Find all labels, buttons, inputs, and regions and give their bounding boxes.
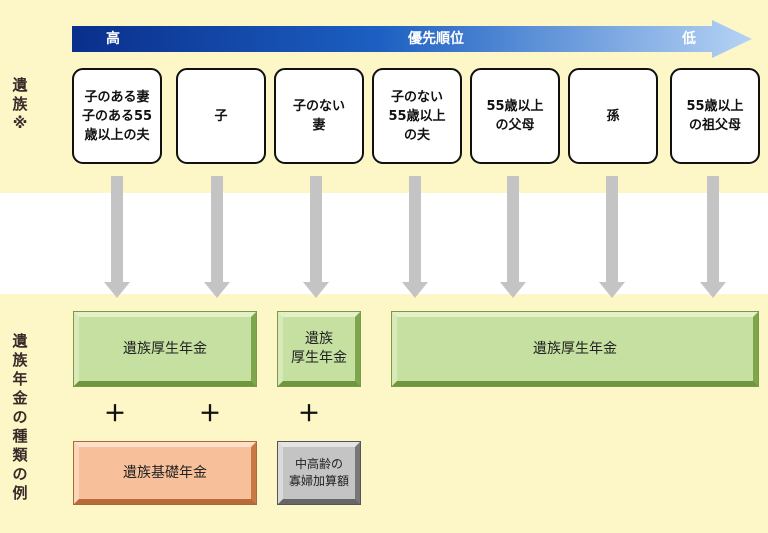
widow-supplement-box: 中高齢の 寡婦加算額: [277, 441, 361, 505]
survivor-basic-pension-box: 遺族基礎年金: [73, 441, 257, 505]
pension-label-char: 例: [12, 484, 28, 502]
plus-sign: ＋: [199, 402, 222, 427]
survivor-husband-55-without-child: 子のない 55歳以上 の夫: [372, 68, 462, 164]
survivors-label-char: 遺: [12, 76, 28, 94]
down-arrow: [104, 176, 130, 298]
plus-sign: ＋: [298, 402, 321, 427]
survivor-grandchild: 孫: [568, 68, 658, 164]
survivor-wife-without-child: 子のない 妻: [274, 68, 364, 164]
pension-label-char: 遺: [12, 332, 28, 350]
survivor-employee-pension-box: 遺族 厚生年金: [277, 311, 361, 387]
priority-title: 優先順位: [408, 31, 464, 47]
survivors-label-char: ※: [12, 114, 28, 132]
pension-label-char: 金: [12, 389, 28, 407]
survivor-spouse-with-child: 子のある妻 子のある55 歳以上の夫: [72, 68, 162, 164]
pension-label-char: 年: [12, 370, 28, 388]
survivor-parents-55: 55歳以上 の父母: [470, 68, 560, 164]
plus-sign: ＋: [104, 402, 127, 427]
down-arrow: [204, 176, 230, 298]
pension-types-side-label: 遺 族 年 金 の 種 類 の 例: [6, 332, 34, 503]
priority-low-label: 低: [682, 31, 696, 47]
down-arrow: [500, 176, 526, 298]
pension-label-char: 族: [12, 351, 28, 369]
down-arrow: [599, 176, 625, 298]
pension-label-char: の: [12, 408, 28, 426]
survivors-label-char: 族: [12, 95, 28, 113]
priority-arrow: 高 優先順位 低: [72, 20, 752, 58]
down-arrow: [303, 176, 329, 298]
survivors-side-label: 遺 族 ※: [6, 76, 34, 133]
survivor-employee-pension-box: 遺族厚生年金: [73, 311, 257, 387]
pension-label-char: 種: [12, 427, 28, 445]
pension-label-char: の: [12, 465, 28, 483]
down-arrow: [402, 176, 428, 298]
down-arrow: [700, 176, 726, 298]
survivor-grandparents-55: 55歳以上 の祖父母: [670, 68, 760, 164]
survivor-child: 子: [176, 68, 266, 164]
survivor-employee-pension-box: 遺族厚生年金: [391, 311, 759, 387]
priority-high-label: 高: [106, 31, 120, 47]
pension-label-char: 類: [12, 446, 28, 464]
